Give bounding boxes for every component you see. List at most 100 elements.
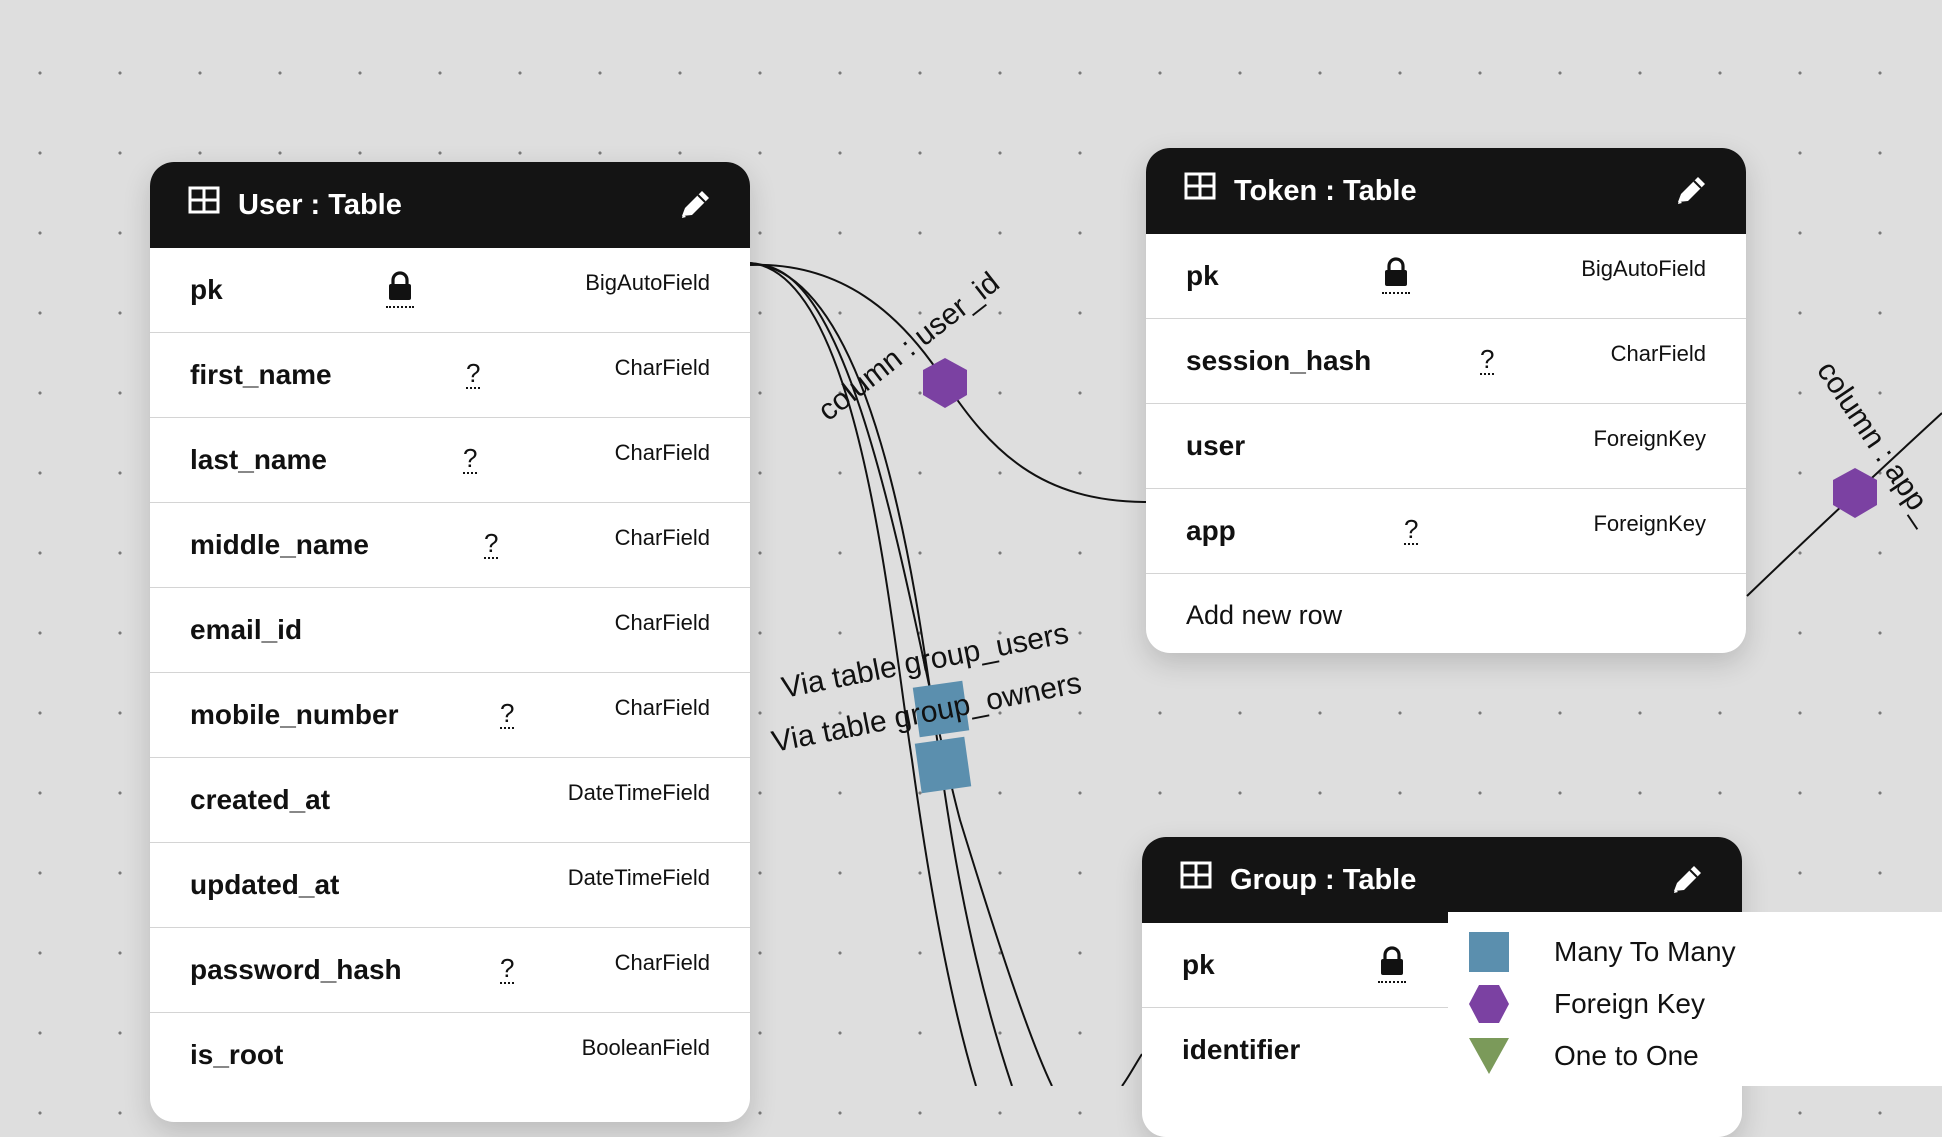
field-type: DateTimeField bbox=[567, 865, 710, 890]
nullable-indicator: ? bbox=[500, 953, 515, 984]
field-name: updated_at bbox=[190, 869, 340, 900]
table-icon bbox=[1184, 172, 1216, 200]
pencil-icon[interactable] bbox=[1672, 172, 1710, 210]
user-table: User : Table pk BigAutoField first_name … bbox=[150, 162, 750, 1122]
nullable-indicator: ? bbox=[500, 698, 515, 729]
field-name: email_id bbox=[190, 614, 303, 645]
foreign-key-marker-app bbox=[1833, 468, 1877, 518]
field-type: CharField bbox=[614, 525, 710, 550]
field-type: CharField bbox=[614, 355, 710, 380]
legend-item-one-to-one: One to One bbox=[1468, 1034, 1928, 1078]
user-table-rows: pk BigAutoField first_name ? CharField l… bbox=[150, 248, 750, 1097]
field-name: is_root bbox=[190, 1039, 284, 1070]
square-icon bbox=[1469, 932, 1509, 972]
hexagon-icon bbox=[1469, 985, 1509, 1023]
field-name: created_at bbox=[190, 784, 331, 815]
group-table-rows: pk identifier bbox=[1142, 923, 1742, 1092]
field-type: CharField bbox=[614, 440, 710, 465]
field-name: user bbox=[1186, 430, 1246, 461]
field-row-pk[interactable]: pk BigAutoField bbox=[1146, 234, 1746, 319]
field-name: pk bbox=[1182, 949, 1215, 980]
lock-icon bbox=[1378, 946, 1406, 983]
lock-icon bbox=[386, 271, 414, 308]
field-row-mobile-number[interactable]: mobile_number ? CharField bbox=[150, 673, 750, 758]
field-row-last-name[interactable]: last_name ? CharField bbox=[150, 418, 750, 503]
edge-token-app[interactable] bbox=[1746, 412, 1942, 597]
field-row-identifier[interactable]: identifier bbox=[1142, 1008, 1742, 1092]
field-type: CharField bbox=[614, 950, 710, 975]
pencil-icon[interactable] bbox=[1668, 861, 1706, 899]
field-row-pk[interactable]: pk bbox=[1142, 923, 1742, 1008]
field-name: first_name bbox=[190, 359, 332, 390]
nullable-indicator: ? bbox=[466, 358, 481, 389]
field-type: CharField bbox=[1610, 341, 1706, 366]
edge-label-user-id: column : user_id bbox=[812, 266, 1006, 428]
field-name: app bbox=[1186, 515, 1236, 546]
field-row-updated-at[interactable]: updated_at DateTimeField bbox=[150, 843, 750, 928]
add-new-row-label: Add new row bbox=[1186, 600, 1343, 630]
field-row-user[interactable]: user ForeignKey bbox=[1146, 404, 1746, 489]
table-icon bbox=[188, 186, 220, 214]
field-type: BooleanField bbox=[581, 1035, 710, 1060]
edge-label-app: column : app_ bbox=[1810, 355, 1942, 531]
field-row-password-hash[interactable]: password_hash ? CharField bbox=[150, 928, 750, 1013]
table-icon bbox=[1180, 861, 1212, 889]
add-new-row-button[interactable]: Add new row bbox=[1146, 574, 1746, 653]
field-name: identifier bbox=[1182, 1034, 1301, 1065]
nullable-indicator: ? bbox=[1480, 344, 1495, 375]
field-type: CharField bbox=[614, 610, 710, 635]
field-type: BigAutoField bbox=[1581, 256, 1706, 281]
triangle-down-icon bbox=[1469, 1038, 1509, 1074]
nullable-indicator: ? bbox=[1404, 514, 1419, 545]
foreign-key-marker-user-id bbox=[923, 358, 967, 408]
token-table-title: Token : Table bbox=[1234, 175, 1417, 207]
edge-label-group-owners: Via table group_owners bbox=[769, 666, 1084, 758]
field-row-email-id[interactable]: email_id CharField bbox=[150, 588, 750, 673]
edge-label-group-users: Via table group_users bbox=[779, 617, 1071, 705]
token-table-rows: pk BigAutoField session_hash ? CharField… bbox=[1146, 234, 1746, 653]
legend-label: Many To Many bbox=[1554, 936, 1736, 967]
field-name: mobile_number bbox=[190, 699, 399, 730]
field-type: CharField bbox=[614, 695, 710, 720]
field-type: ForeignKey bbox=[1593, 511, 1706, 536]
group-table-title: Group : Table bbox=[1230, 864, 1417, 896]
user-table-title: User : Table bbox=[238, 189, 402, 221]
field-type: ForeignKey bbox=[1593, 426, 1706, 451]
edge-group-owners[interactable] bbox=[749, 262, 977, 1086]
group-table-header: Group : Table bbox=[1142, 837, 1742, 923]
many-to-many-marker-group-owners bbox=[914, 736, 972, 794]
edge-group-users[interactable] bbox=[749, 262, 1013, 1086]
field-type: DateTimeField bbox=[567, 780, 710, 805]
field-row-first-name[interactable]: first_name ? CharField bbox=[150, 333, 750, 418]
nullable-indicator: ? bbox=[484, 528, 499, 559]
pencil-icon[interactable] bbox=[676, 186, 714, 224]
legend-label: One to One bbox=[1554, 1040, 1699, 1071]
field-name: password_hash bbox=[190, 954, 402, 985]
field-name: middle_name bbox=[190, 529, 369, 560]
field-row-app[interactable]: app ? ForeignKey bbox=[1146, 489, 1746, 574]
field-name: session_hash bbox=[1186, 345, 1372, 376]
relationship-legend: Many To Many Foreign Key One to One bbox=[1448, 912, 1942, 1086]
edge-group-extra[interactable] bbox=[1121, 1053, 1143, 1086]
token-table: Token : Table pk BigAutoField session_ha… bbox=[1146, 148, 1746, 653]
many-to-many-marker-group-users bbox=[912, 680, 970, 738]
field-row-session-hash[interactable]: session_hash ? CharField bbox=[1146, 319, 1746, 404]
user-table-header: User : Table bbox=[150, 162, 750, 248]
token-table-header: Token : Table bbox=[1146, 148, 1746, 234]
edge-group-owners-return[interactable] bbox=[765, 265, 1053, 1086]
field-name: pk bbox=[190, 274, 223, 305]
nullable-indicator: ? bbox=[463, 443, 478, 474]
field-name: pk bbox=[1186, 260, 1219, 291]
lock-icon bbox=[1382, 257, 1410, 294]
field-name: last_name bbox=[190, 444, 327, 475]
field-row-middle-name[interactable]: middle_name ? CharField bbox=[150, 503, 750, 588]
field-row-created-at[interactable]: created_at DateTimeField bbox=[150, 758, 750, 843]
group-table: Group : Table pk identifier bbox=[1142, 837, 1742, 1137]
field-type: BigAutoField bbox=[585, 270, 710, 295]
legend-label: Foreign Key bbox=[1554, 988, 1705, 1019]
legend-item-foreign-key: Foreign Key bbox=[1468, 982, 1928, 1026]
legend-item-many-to-many: Many To Many bbox=[1468, 930, 1928, 974]
field-row-is-root[interactable]: is_root BooleanField bbox=[150, 1013, 750, 1097]
field-row-pk[interactable]: pk BigAutoField bbox=[150, 248, 750, 333]
edge-token-user[interactable] bbox=[749, 263, 1148, 503]
